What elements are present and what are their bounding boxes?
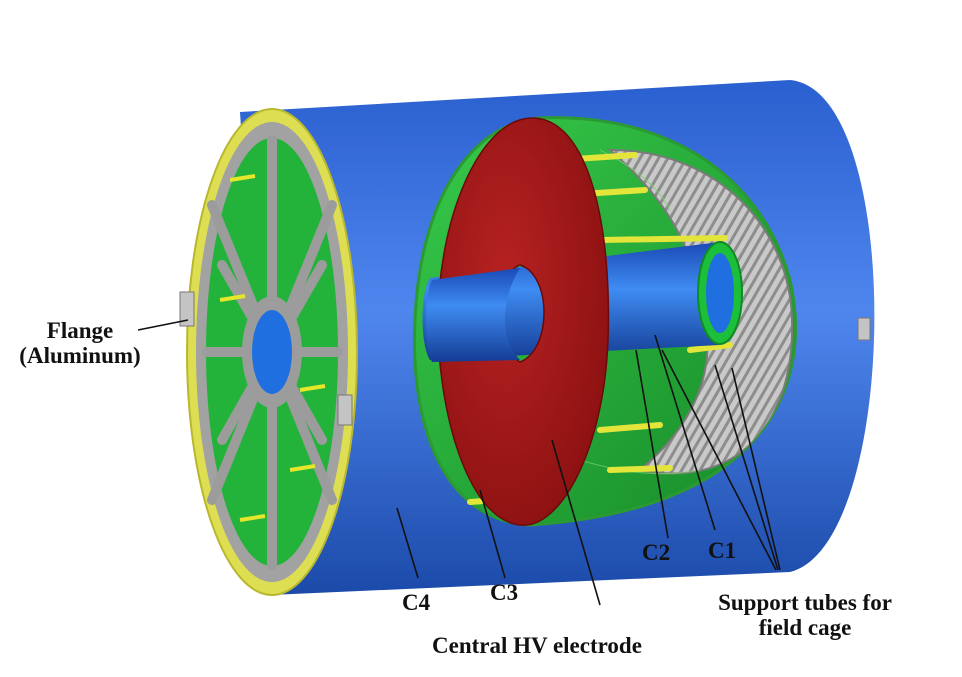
left-bracket-lower	[337, 394, 353, 426]
left-bracket	[179, 291, 195, 327]
flange-label-line1: Flange	[46, 318, 114, 343]
c3-leader	[479, 489, 506, 579]
endplate-bore	[252, 310, 292, 394]
c4-leader	[396, 507, 419, 579]
c1-leader	[654, 334, 716, 531]
c1-label: C1	[708, 538, 737, 563]
central-hv-leader	[551, 439, 601, 606]
right-bracket	[857, 317, 871, 341]
support-leader-3	[731, 367, 781, 571]
flange-yellow-rods	[219, 174, 326, 522]
flange-label-line2: (Aluminum)	[19, 343, 141, 368]
inner-tube-front	[426, 268, 520, 362]
c2-label: C2	[642, 540, 671, 565]
flange-leader	[137, 319, 189, 331]
flange-label: Flange (Aluminum)	[0, 318, 160, 368]
support-label-line2: field cage	[758, 615, 852, 640]
support-label-line1: Support tubes for	[718, 590, 892, 615]
c2-leader	[635, 349, 669, 539]
support-tubes-label: Support tubes for field cage	[690, 590, 920, 640]
inner-tube-bore	[706, 253, 734, 333]
central-hv-label: Central HV electrode	[432, 633, 642, 658]
central-hv-electrode	[437, 117, 610, 526]
c3-label: C3	[490, 580, 519, 605]
leader-lines	[137, 319, 781, 606]
c4-label: C4	[402, 590, 431, 615]
support-leader-1	[661, 349, 777, 571]
support-leader-2	[714, 364, 779, 571]
